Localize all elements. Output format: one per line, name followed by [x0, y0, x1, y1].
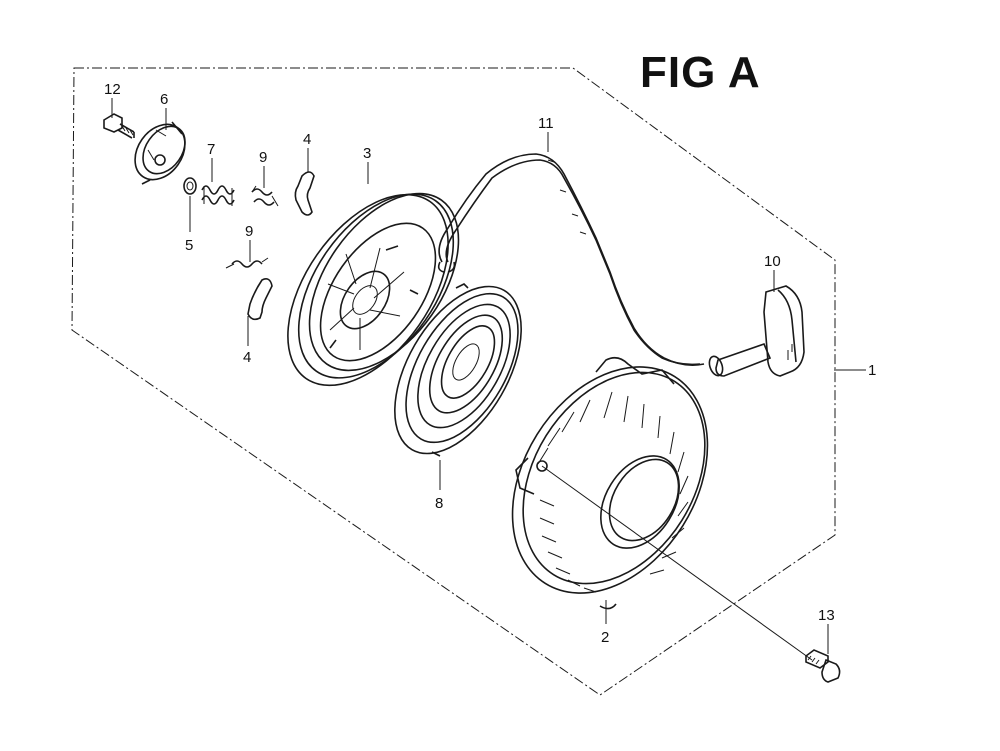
callout-3: 3	[363, 145, 371, 162]
part-3-reel-pulley	[287, 192, 460, 387]
part-10-handle	[708, 285, 805, 377]
callout-12: 12	[104, 81, 121, 98]
callout-10: 10	[764, 253, 781, 270]
part-12-bolt	[103, 113, 135, 139]
part-9-spring-upper	[251, 185, 279, 207]
callout-2: 2	[601, 629, 609, 646]
callout-4-upper: 4	[303, 131, 311, 148]
part-11-starter-rope	[437, 153, 705, 366]
part-4-ratchet-lower	[247, 278, 273, 321]
callout-11: 11	[538, 115, 554, 132]
callout-4-lower: 4	[243, 349, 251, 366]
part-7-spring	[201, 185, 235, 206]
callout-labels: 12 6 7 5 9 4 3 9 4 11 10 1 8 2 13	[104, 81, 876, 646]
leader-lines	[111, 98, 866, 661]
callout-9-upper: 9	[259, 149, 267, 166]
part-2-starter-case	[511, 356, 709, 610]
part-8-recoil-spring	[394, 283, 522, 457]
callout-13: 13	[818, 607, 835, 624]
part-9-spring-lower	[225, 257, 269, 269]
part-5-washer	[183, 177, 197, 195]
callout-5: 5	[185, 237, 193, 254]
figure-title: FIG A	[640, 48, 761, 97]
part-6-guide-plate	[134, 121, 186, 185]
part-13-bolt	[805, 649, 841, 683]
callout-9-lower: 9	[245, 223, 253, 240]
assembly-boundary	[71, 67, 836, 696]
callout-8: 8	[435, 495, 443, 512]
callout-1: 1	[868, 362, 876, 379]
part-4-ratchet-upper	[294, 171, 315, 216]
callout-6: 6	[160, 91, 168, 108]
callout-7: 7	[207, 141, 215, 158]
